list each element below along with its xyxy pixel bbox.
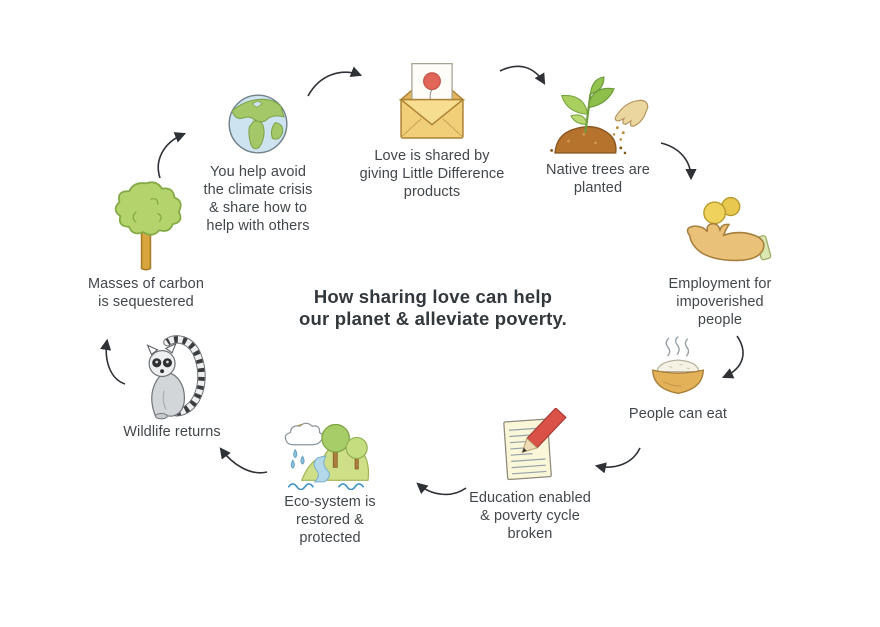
caption-line: help with others xyxy=(206,218,310,235)
node-caption: Wildlife returns xyxy=(123,423,221,441)
arrow-envelope-to-seedling xyxy=(499,65,546,85)
caption-line: Love is shared by xyxy=(374,148,490,164)
node-caption: People can eat xyxy=(629,405,727,423)
node-caption: Employment for impoverished people xyxy=(669,275,772,329)
node-caption: Education enabled & poverty cycle broken xyxy=(469,489,591,543)
caption-line: people xyxy=(697,312,743,329)
lemur-icon xyxy=(146,335,206,420)
node-caption: You help avoid the climate crisis & shar… xyxy=(204,163,313,236)
node-caption: Masses of carbon is sequestered xyxy=(88,275,204,311)
node-employment: Employment for impoverished people xyxy=(645,194,795,329)
caption-line: the climate crisis xyxy=(203,182,313,199)
caption-line: restored & xyxy=(296,512,364,529)
node-caption: Eco-system is restored & protected xyxy=(284,493,376,547)
caption-line: People can eat xyxy=(628,406,728,422)
node-carbon-sequestered: Masses of carbon is sequestered xyxy=(62,178,230,311)
caption-line: is sequestered xyxy=(98,294,194,311)
node-avoid-climate-crisis: You help avoid the climate crisis & shar… xyxy=(178,88,338,236)
node-native-trees: Native trees are planted xyxy=(520,72,676,197)
arrow-globe-to-envelope xyxy=(307,66,363,97)
arrow-ecosystem-to-lemur xyxy=(219,447,268,474)
caption-line: You help avoid xyxy=(209,164,306,180)
caption-line: Wildlife returns xyxy=(123,424,221,440)
caption-line: planted xyxy=(573,180,623,197)
title-line-1: How sharing love can help xyxy=(313,286,553,307)
caption-line: protected xyxy=(299,530,361,547)
caption-line: giving Little Difference xyxy=(359,166,505,183)
seedling-hand-icon xyxy=(550,76,649,155)
rice-bowl-icon xyxy=(651,336,705,394)
arrow-bowl-to-notebook xyxy=(594,447,641,474)
caption-line: Education enabled xyxy=(469,490,591,506)
arrow-tree-to-globe xyxy=(157,132,187,179)
arrow-notebook-to-ecosystem xyxy=(416,482,467,496)
caption-line: & poverty cycle xyxy=(480,508,580,525)
node-ecosystem: Eco-system is restored & protected xyxy=(255,414,405,547)
tree-icon xyxy=(114,181,182,271)
title-line-2: our planet & alleviate poverty. xyxy=(298,307,568,329)
node-love-shared: Love is shared by giving Little Differen… xyxy=(347,56,517,201)
node-people-eat: People can eat xyxy=(603,334,753,423)
caption-line: Eco-system is xyxy=(284,494,376,510)
node-caption: Love is shared by giving Little Differen… xyxy=(360,147,505,201)
hand-coins-icon xyxy=(686,196,772,262)
caption-line: Native trees are xyxy=(546,162,650,178)
landscape-rain-icon xyxy=(284,422,370,490)
caption-line: Masses of carbon xyxy=(87,276,205,292)
notebook-pencil-icon xyxy=(503,408,567,481)
node-caption: Native trees are planted xyxy=(546,161,650,197)
arrow-lemur-to-tree xyxy=(100,338,126,385)
caption-line: broken xyxy=(507,526,553,543)
caption-line: impoverished xyxy=(676,294,764,311)
node-wildlife: Wildlife returns xyxy=(102,330,242,441)
diagram-title: How sharing love can help our planet & a… xyxy=(260,286,606,330)
arrow-seedling-to-hand xyxy=(660,142,697,181)
caption-line: Employment for xyxy=(668,276,772,292)
node-education: Education enabled & poverty cycle broken xyxy=(450,408,610,543)
caption-line: & share how to xyxy=(208,200,308,217)
arrow-hand-to-bowl xyxy=(721,335,744,379)
earth-globe-icon xyxy=(228,94,288,154)
caption-line: products xyxy=(403,184,461,201)
envelope-balloon-icon xyxy=(398,62,466,139)
